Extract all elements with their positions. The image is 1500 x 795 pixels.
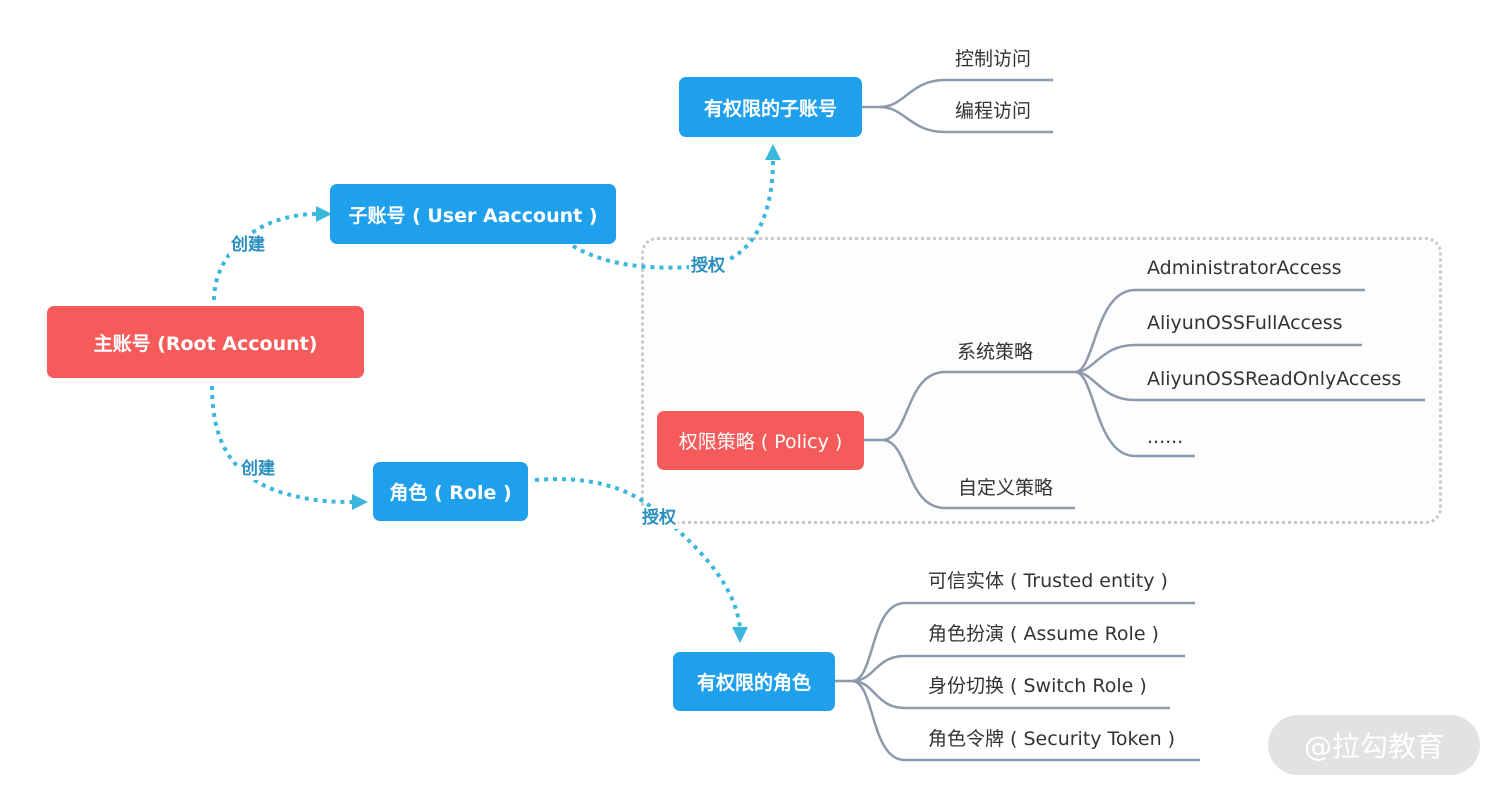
- authorized-user-node[interactable]: 有权限的子账号: [679, 77, 862, 137]
- edge-label-create-role: 创建: [239, 458, 277, 480]
- branch-oss-readonly-access: [1074, 370, 1425, 402]
- authorized-role-label: 有权限的角色: [696, 672, 811, 694]
- arrowhead-create-user: [316, 206, 332, 222]
- branch-label-console-access: 控制访问: [955, 48, 1032, 70]
- authorized-role-node[interactable]: 有权限的角色: [673, 652, 835, 711]
- branch-switch-role: [851, 679, 1170, 710]
- branch-label-custom-policy: 自定义策略: [958, 477, 1054, 499]
- authorized-user-label: 有权限的子账号: [703, 97, 837, 120]
- branch-label-security-token: 角色令牌 ( Security Token ): [928, 728, 1176, 750]
- arrowhead-create-role: [352, 494, 368, 510]
- branch-label-programmatic-access: 编程访问: [955, 100, 1032, 122]
- policy-label: 权限策略 ( Policy ): [678, 431, 843, 453]
- branch-label-oss-full-access: AliyunOSSFullAccess: [1147, 312, 1343, 334]
- arrowhead-grant-user: [765, 144, 781, 160]
- role-label: 角色 ( Role ): [389, 482, 512, 504]
- branch-security-token: [851, 679, 1200, 762]
- edge-label-create-user: 创建: [229, 234, 267, 256]
- branch-system-policy: [864, 370, 1075, 442]
- arrow-create-role: [210, 385, 355, 504]
- watermark-text: @拉勾教育: [1303, 730, 1444, 763]
- user-account-node[interactable]: 子账号 ( User Aaccount ): [330, 184, 616, 244]
- edge-label-grant-user: 授权: [689, 255, 727, 277]
- arrow-grant-role: [534, 477, 742, 629]
- branch-programmatic-access: [879, 105, 1053, 134]
- branch-oss-full-access: [1074, 343, 1362, 374]
- arrowhead-grant-role: [732, 627, 748, 643]
- branch-label-oss-readonly-access: AliyunOSSReadOnlyAccess: [1147, 368, 1402, 390]
- branch-administrator-access: [1074, 288, 1365, 374]
- root-account-label: 主账号 (Root Account): [93, 332, 318, 355]
- branch-custom-policy: [881, 438, 1075, 510]
- policy-group-frame: [641, 237, 1442, 524]
- root-account-node[interactable]: 主账号 (Root Account): [47, 306, 364, 378]
- user-account-label: 子账号 ( User Aaccount ): [348, 204, 598, 227]
- branch-label-ellipsis: ......: [1147, 426, 1184, 448]
- branch-label-switch-role: 身份切换 ( Switch Role ): [928, 675, 1147, 697]
- branch-assume-role: [851, 654, 1185, 683]
- policy-node[interactable]: 权限策略 ( Policy ): [657, 411, 864, 470]
- watermark-badge: @拉勾教育: [1268, 715, 1480, 775]
- branch-label-trusted-entity: 可信实体 ( Trusted entity ): [928, 570, 1168, 592]
- branch-label-assume-role: 角色扮演 ( Assume Role ): [928, 623, 1159, 645]
- branch-label-administrator-access: AdministratorAccess: [1147, 257, 1342, 279]
- branch-label-system-policy: 系统策略: [957, 341, 1034, 363]
- arrow-create-user: [212, 212, 319, 301]
- edge-label-grant-role: 授权: [640, 507, 678, 529]
- branch-ellipsis: [1074, 370, 1195, 458]
- role-node[interactable]: 角色 ( Role ): [373, 462, 528, 521]
